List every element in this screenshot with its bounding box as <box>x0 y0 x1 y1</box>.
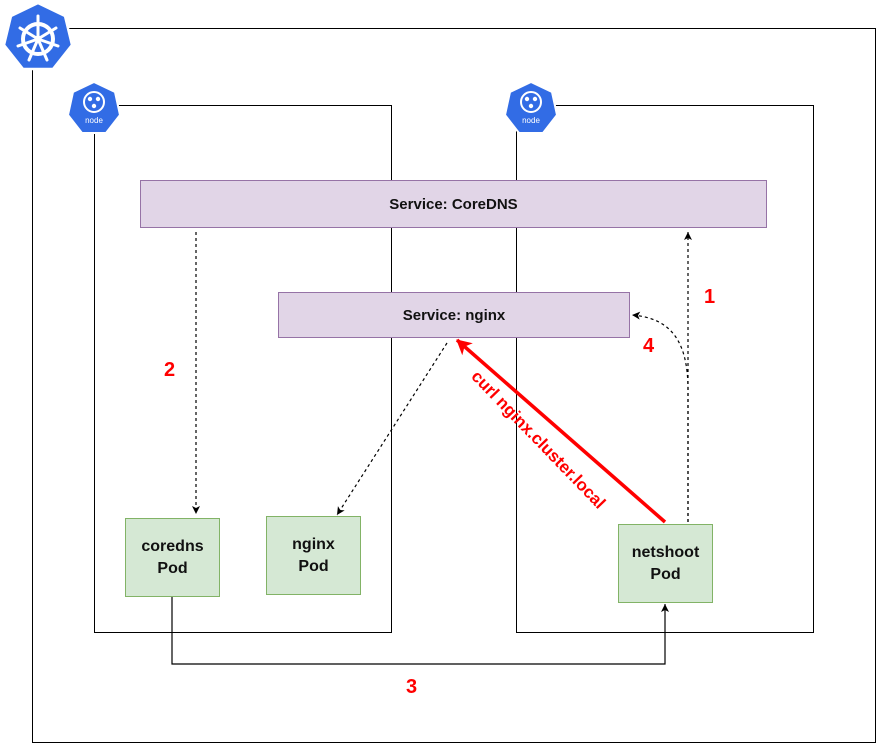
coredns-service: Service: CoreDNS <box>140 180 767 228</box>
arrow-netshoot-to-nginx-service <box>631 311 689 522</box>
step-3-label: 3 <box>406 676 418 698</box>
cluster-boundary <box>32 28 876 743</box>
nginx-pod: nginx Pod <box>266 516 361 595</box>
kubernetes-helm-wheel-icon <box>0 0 76 76</box>
coredns-pod: coredns Pod <box>125 518 220 597</box>
coredns-service-label: Service: CoreDNS <box>389 195 518 213</box>
node-label: node <box>522 116 540 125</box>
coredns-pod-name: coredns <box>141 537 204 555</box>
arrow-coredns-pod-to-netshoot-pod <box>171 597 669 665</box>
curl-request-arrow <box>455 338 667 524</box>
nginx-pod-type: Pod <box>298 557 329 575</box>
step-2-label: 2 <box>164 359 176 381</box>
node-boundary-left <box>94 105 392 633</box>
coredns-pod-type: Pod <box>157 559 188 577</box>
netshoot-pod: netshoot Pod <box>618 524 713 603</box>
netshoot-pod-name: netshoot <box>631 543 700 561</box>
node-label: node <box>85 116 103 125</box>
netshoot-pod-type: Pod <box>650 565 681 583</box>
step-4-label: 4 <box>643 335 655 357</box>
kubernetes-node-icon: node <box>501 80 561 136</box>
arrow-nginx-service-to-nginx-pod <box>336 342 448 516</box>
nginx-service-label: Service: nginx <box>402 306 506 324</box>
nginx-service: Service: nginx <box>278 292 630 338</box>
nginx-pod-name: nginx <box>292 535 335 553</box>
step-1-label: 1 <box>704 286 716 308</box>
kubernetes-node-icon: node <box>64 80 124 136</box>
